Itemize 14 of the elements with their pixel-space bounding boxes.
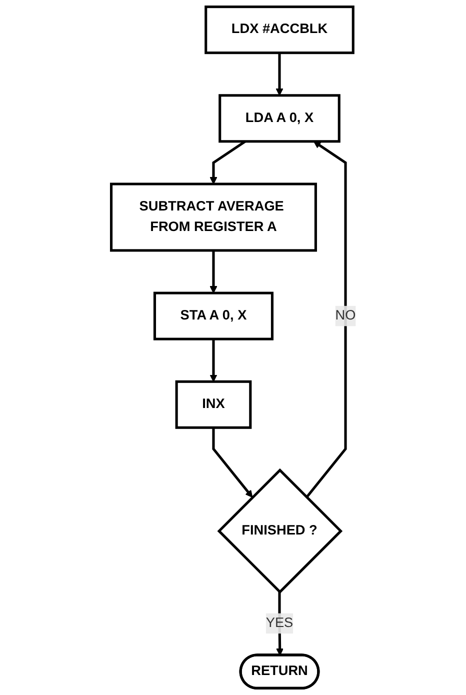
node-box: LDX #ACCBLK [204, 6, 354, 54]
node-box: SUBTRACT AVERAGE FROM REGISTER A [109, 182, 316, 252]
node-box: LDA A 0, X [218, 94, 340, 143]
node-box: INX [174, 380, 252, 429]
arrow [209, 250, 217, 294]
node-diamond: FINISHED ? [216, 468, 342, 594]
node-box: STA A 0, X [152, 292, 273, 340]
edge-label: YES [265, 616, 293, 630]
arrow [275, 52, 283, 96]
edge-label: NO [334, 308, 356, 323]
arrow [212, 428, 252, 498]
arrow [209, 140, 246, 184]
arrow [305, 141, 346, 498]
arrow [209, 339, 217, 382]
